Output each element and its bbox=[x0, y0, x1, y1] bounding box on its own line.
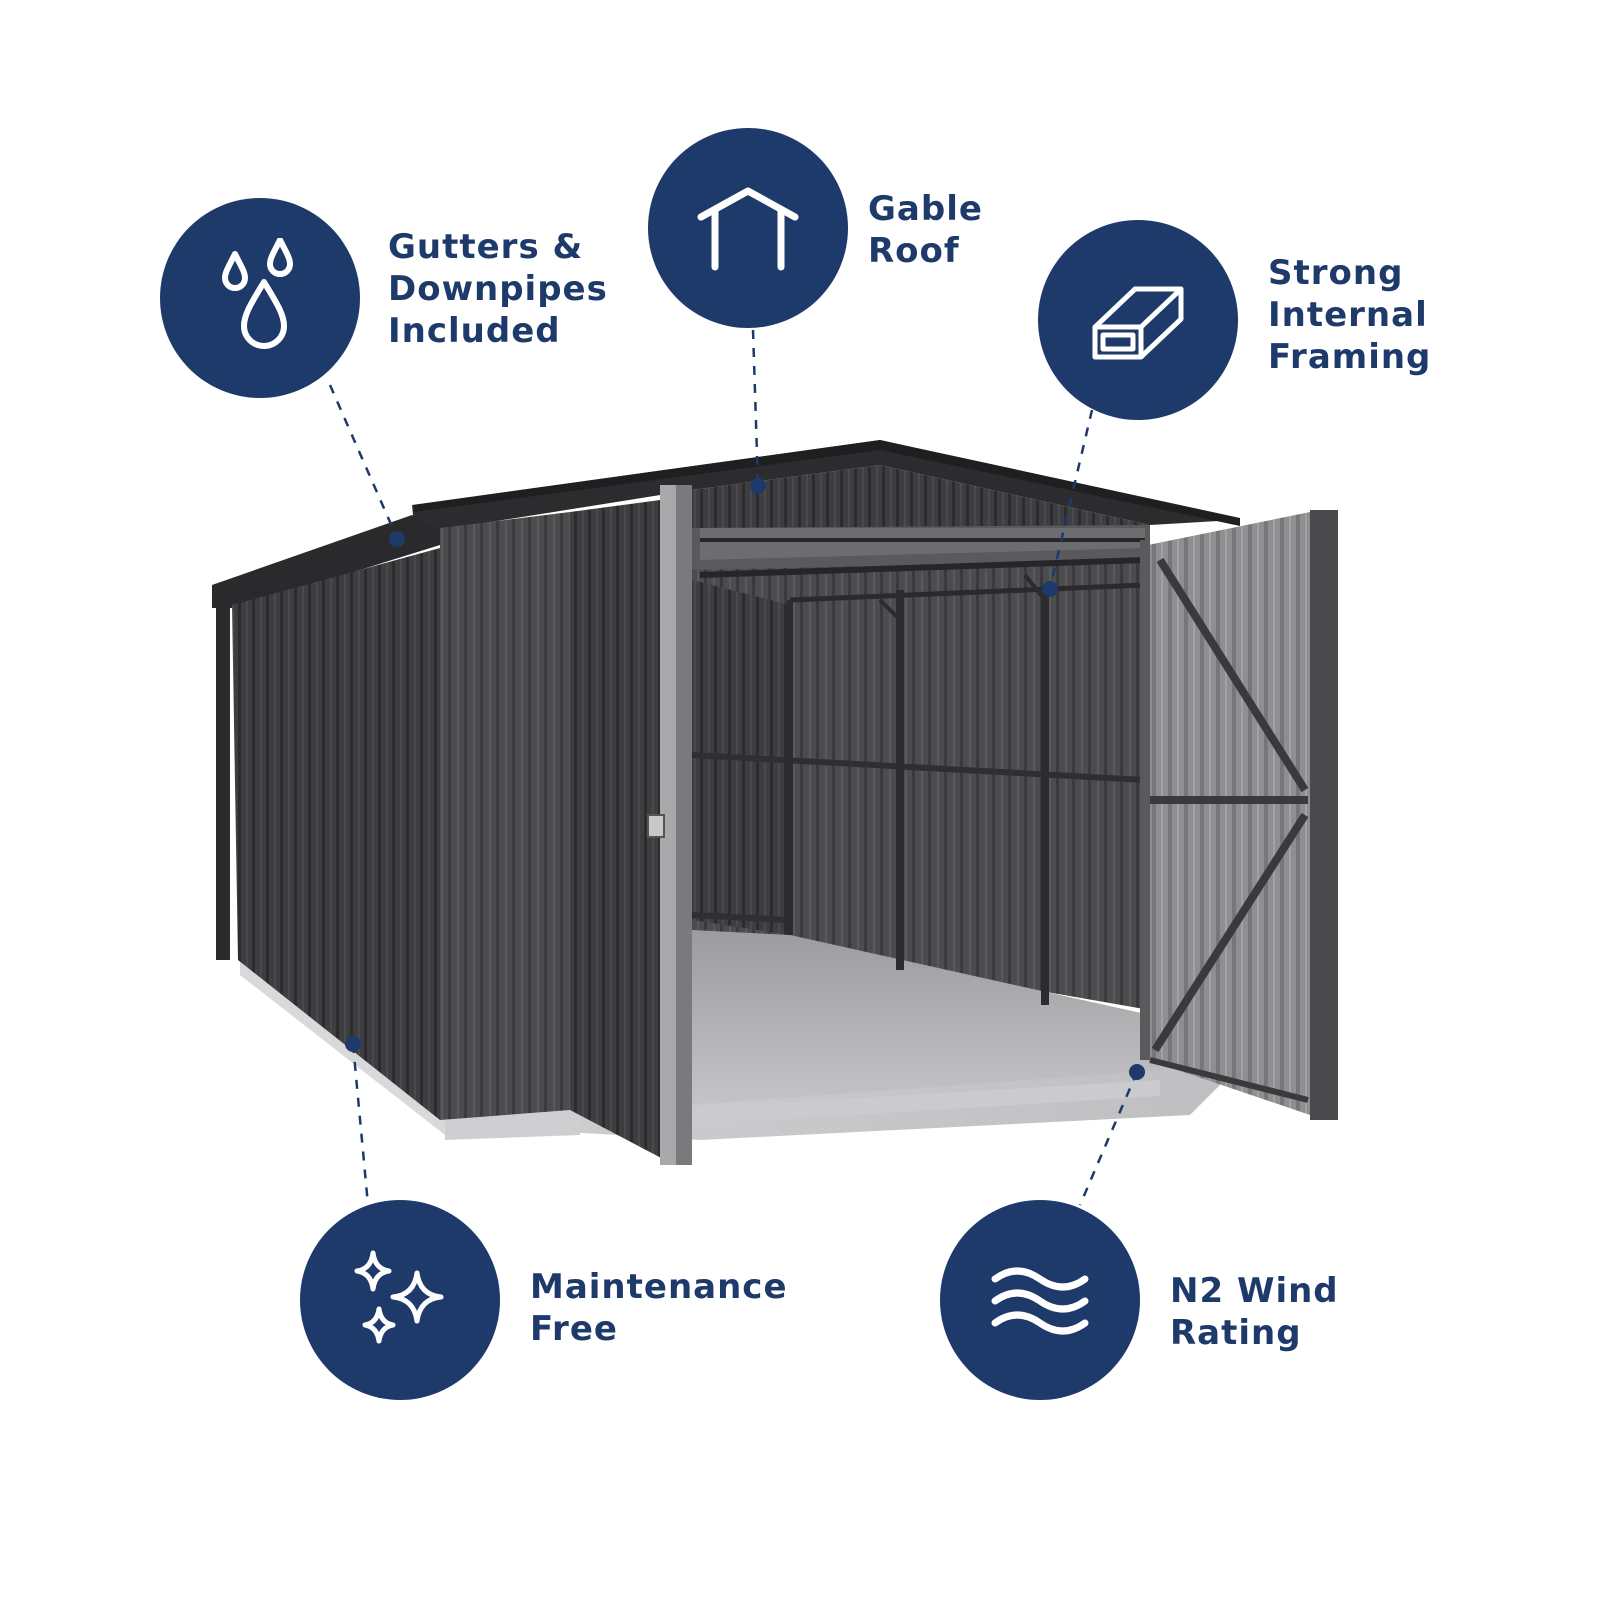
label-line: Gutters & bbox=[388, 227, 584, 267]
concrete-slab bbox=[240, 960, 1230, 1140]
box-section-beam-icon bbox=[1092, 286, 1184, 360]
gutters-label: Gutters & Downpipes Included bbox=[388, 226, 608, 352]
maintenance-badge bbox=[300, 1200, 500, 1400]
label-line: Included bbox=[388, 311, 561, 351]
side-wall bbox=[216, 548, 440, 1120]
callout-lines bbox=[328, 329, 1139, 1206]
sparkles-icon bbox=[354, 1250, 444, 1344]
label-line: Maintenance bbox=[530, 1267, 788, 1307]
label-line: Roof bbox=[868, 231, 960, 271]
wind-rating-badge bbox=[940, 1200, 1140, 1400]
gable-roof-badge bbox=[648, 128, 848, 328]
label-line: Downpipes bbox=[388, 269, 608, 309]
label-line: Gable bbox=[868, 189, 983, 229]
framing-label: Strong Internal Framing bbox=[1268, 252, 1431, 378]
label-line: Free bbox=[530, 1309, 618, 1349]
gutters-badge bbox=[160, 198, 360, 398]
label-line: Rating bbox=[1170, 1313, 1302, 1353]
front-wall bbox=[440, 485, 692, 1165]
label-line: Framing bbox=[1268, 337, 1432, 377]
maintenance-label: Maintenance Free bbox=[530, 1266, 788, 1350]
shed-interior bbox=[691, 500, 1160, 1105]
framing-badge bbox=[1038, 220, 1238, 420]
label-line: Strong bbox=[1268, 253, 1404, 293]
gable-roof-icon bbox=[697, 187, 799, 271]
label-line: Internal bbox=[1268, 295, 1428, 335]
wind-waves-icon bbox=[991, 1267, 1089, 1335]
open-door-right bbox=[1140, 510, 1338, 1120]
callout-dots bbox=[345, 478, 1145, 1080]
water-drops-icon bbox=[222, 238, 293, 349]
gable-roof-label: Gable Roof bbox=[868, 188, 983, 272]
label-line: N2 Wind bbox=[1170, 1271, 1339, 1311]
wind-rating-label: N2 Wind Rating bbox=[1170, 1270, 1339, 1354]
